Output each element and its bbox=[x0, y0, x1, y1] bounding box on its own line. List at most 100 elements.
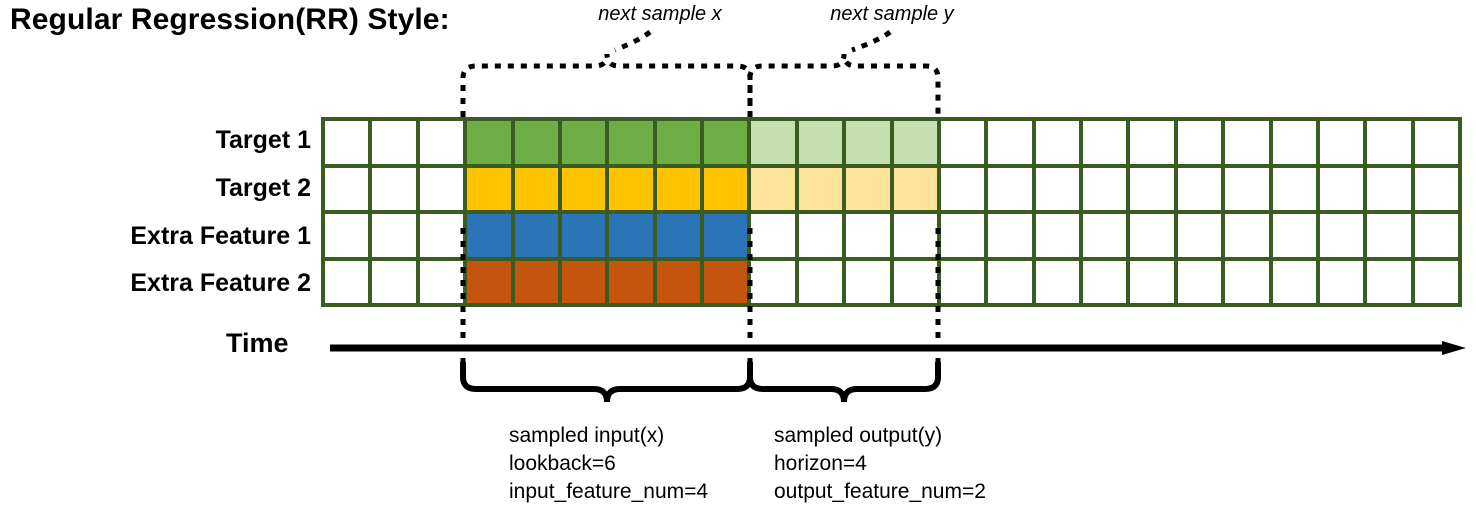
grid-cell bbox=[467, 214, 511, 257]
grid-cell bbox=[1177, 214, 1222, 257]
grid-cell bbox=[846, 214, 890, 257]
grid-cell bbox=[940, 214, 985, 257]
brace-next-sample-y bbox=[747, 53, 941, 117]
grid-row bbox=[325, 214, 1458, 257]
grid-cell bbox=[893, 167, 937, 210]
grid-cell bbox=[893, 260, 937, 303]
grid-cell bbox=[1177, 260, 1222, 303]
grid-cell bbox=[1367, 121, 1411, 164]
grid-cell bbox=[1035, 260, 1079, 303]
grid-cell bbox=[1272, 167, 1316, 210]
grid-cell bbox=[609, 214, 653, 257]
sampled-output-note: sampled output(y) horizon=4 output_featu… bbox=[774, 422, 986, 506]
grid-cell bbox=[1319, 260, 1364, 303]
grid-cell bbox=[751, 167, 795, 210]
page-title: Regular Regression(RR) Style: bbox=[10, 3, 450, 36]
grid-cell bbox=[798, 214, 843, 257]
grid-cell bbox=[940, 260, 985, 303]
grid-row bbox=[325, 121, 1458, 164]
grid-cell bbox=[704, 167, 748, 210]
leader-next-sample-x bbox=[614, 30, 652, 53]
grid-cell bbox=[1035, 214, 1079, 257]
grid-cell bbox=[1083, 121, 1127, 164]
grid-cell bbox=[467, 121, 511, 164]
grid-cell bbox=[1272, 260, 1316, 303]
grid-cell bbox=[1414, 121, 1458, 164]
grid-cell bbox=[1177, 167, 1222, 210]
sampled-input-line-1: sampled input(x) bbox=[509, 424, 665, 447]
grid-cell bbox=[988, 167, 1032, 210]
grid-cell bbox=[1414, 214, 1458, 257]
grid-cell bbox=[1319, 121, 1364, 164]
next-sample-y-label: next sample y bbox=[830, 3, 954, 25]
sampled-input-note: sampled input(x) lookback=6 input_featur… bbox=[509, 422, 708, 506]
sampled-input-line-3: input_feature_num=4 bbox=[509, 479, 709, 503]
grid-cell bbox=[609, 167, 653, 210]
grid-cell bbox=[419, 167, 464, 210]
grid-cell bbox=[467, 260, 511, 303]
grid-cell bbox=[846, 167, 890, 210]
grid-cell bbox=[1083, 260, 1127, 303]
sampled-output-line-2: horizon=4 bbox=[774, 451, 867, 475]
sampled-input-line-2: lookback=6 bbox=[509, 451, 616, 475]
grid-cell bbox=[325, 260, 369, 303]
grid-cell bbox=[846, 260, 890, 303]
row-label-target-2: Target 2 bbox=[215, 174, 311, 202]
grid-cell bbox=[561, 121, 606, 164]
grid-cell bbox=[561, 214, 606, 257]
grid-cell bbox=[798, 121, 843, 164]
grid-cell bbox=[1035, 121, 1079, 164]
grid-cell bbox=[609, 121, 653, 164]
grid-cell bbox=[1083, 167, 1127, 210]
grid-cell bbox=[1130, 214, 1174, 257]
grid-cell bbox=[656, 121, 700, 164]
grid-cell bbox=[656, 260, 700, 303]
grid-cell bbox=[514, 167, 558, 210]
grid-cell bbox=[940, 167, 985, 210]
grid-cell bbox=[751, 214, 795, 257]
grid-cell bbox=[1130, 121, 1174, 164]
brace-sampled-input bbox=[460, 360, 753, 403]
grid-cell bbox=[419, 214, 464, 257]
grid-cell bbox=[1414, 167, 1458, 210]
grid-row bbox=[325, 167, 1458, 210]
grid-cell bbox=[1367, 260, 1411, 303]
grid-cell bbox=[372, 214, 416, 257]
grid-cell bbox=[1225, 260, 1269, 303]
grid-cell bbox=[1225, 121, 1269, 164]
grid-cell bbox=[656, 167, 700, 210]
grid-cell bbox=[798, 260, 843, 303]
grid-cell bbox=[1367, 167, 1411, 210]
time-axis-label: Time bbox=[226, 328, 289, 358]
grid-cell bbox=[419, 260, 464, 303]
grid-cell bbox=[1414, 260, 1458, 303]
grid-cell bbox=[846, 121, 890, 164]
grid-cell bbox=[1177, 121, 1222, 164]
grid-cell bbox=[561, 167, 606, 210]
grid-cell bbox=[988, 214, 1032, 257]
grid-cell bbox=[1225, 214, 1269, 257]
grid-cell bbox=[1130, 260, 1174, 303]
grid-cell bbox=[325, 167, 369, 210]
grid-cell bbox=[514, 260, 558, 303]
grid-cell bbox=[704, 260, 748, 303]
grid-cell bbox=[1367, 214, 1411, 257]
grid-cell bbox=[704, 121, 748, 164]
grid-cell bbox=[609, 260, 653, 303]
grid-cell bbox=[751, 260, 795, 303]
brace-sampled-output bbox=[747, 360, 941, 403]
grid-cell bbox=[751, 121, 795, 164]
grid-cell bbox=[372, 167, 416, 210]
grid-cell bbox=[893, 121, 937, 164]
grid-cell bbox=[514, 214, 558, 257]
grid-cell bbox=[1035, 167, 1079, 210]
grid-cell bbox=[1272, 214, 1316, 257]
grid-cell bbox=[656, 214, 700, 257]
row-label-target-1: Target 1 bbox=[215, 126, 311, 154]
grid-cell bbox=[1319, 214, 1364, 257]
grid-cell bbox=[940, 121, 985, 164]
grid-cell bbox=[325, 121, 369, 164]
sampled-output-line-3: output_feature_num=2 bbox=[774, 479, 986, 503]
timeseries-grid bbox=[321, 117, 1462, 307]
